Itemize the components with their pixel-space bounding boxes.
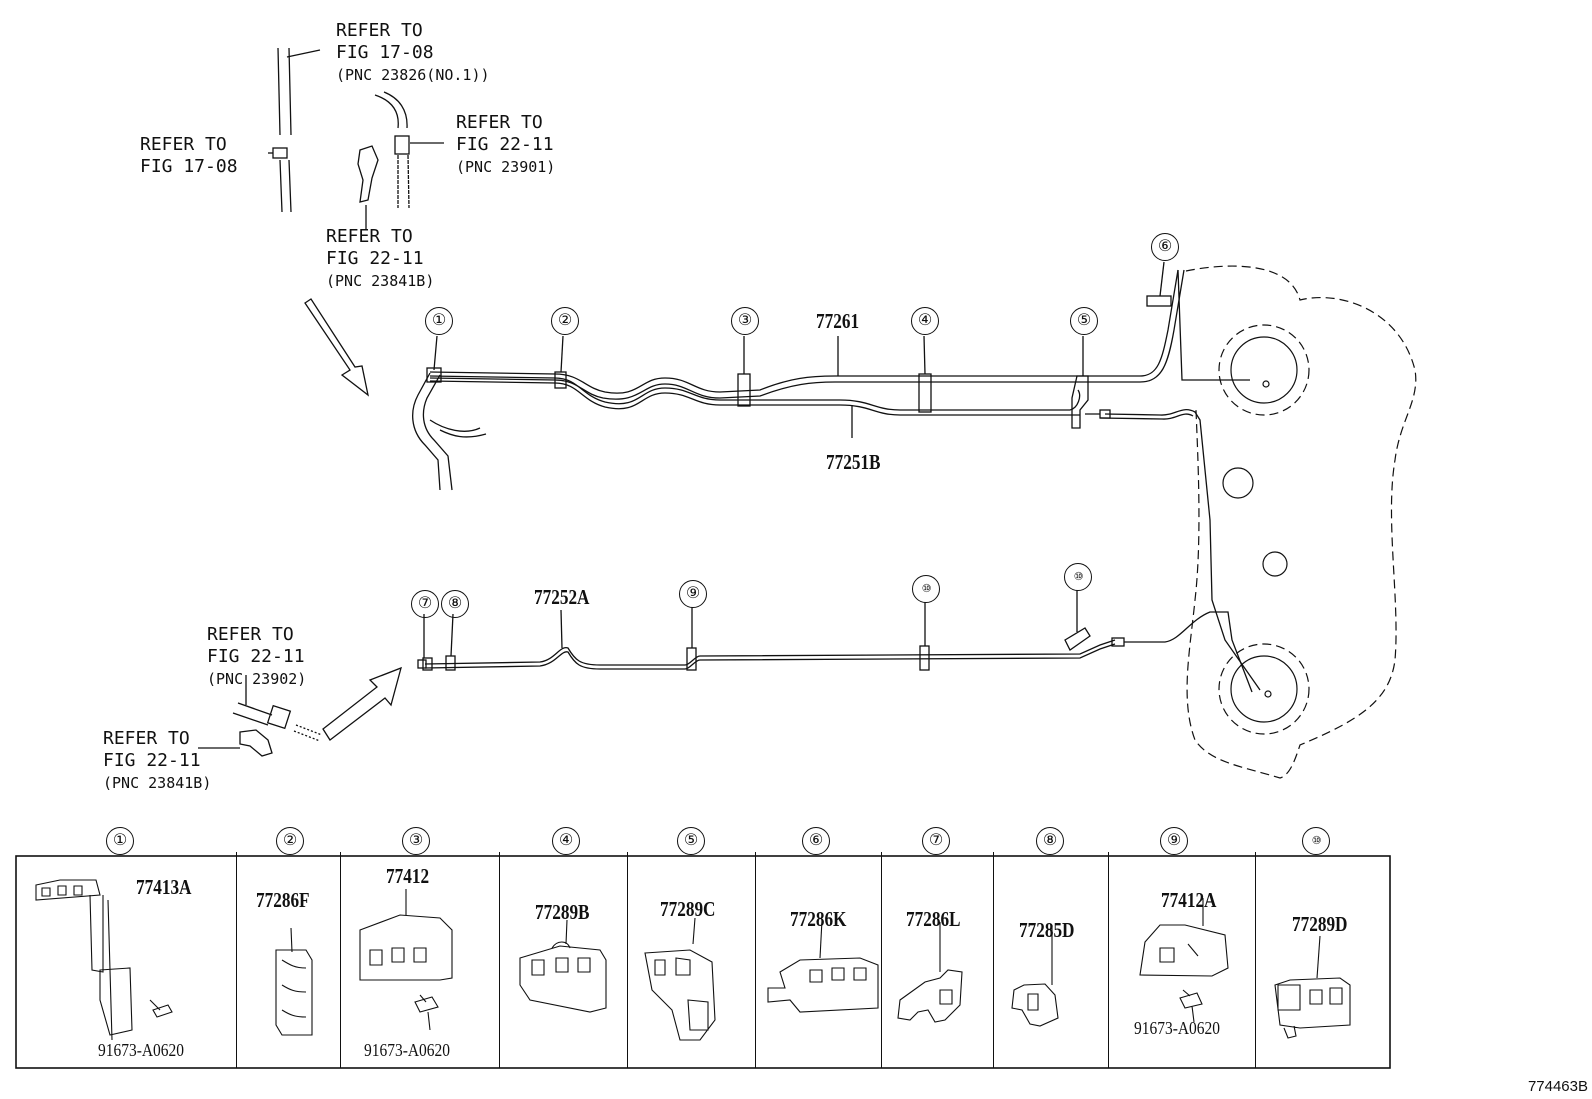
lower-pipe [417,611,1253,693]
callout-4: ④ [911,307,939,335]
legend-part-77286l: 77286L [906,907,961,931]
callout-10-second: ⑩ [1064,563,1092,591]
legend-callout-5: ⑤ [677,827,705,855]
legend-part-77289b: 77289B [535,900,590,924]
callout-7: ⑦ [411,590,439,618]
part-number-77252a: 77252A [534,585,590,609]
legend-part-77289d: 77289D [1292,912,1348,936]
legend-part-77286f: 77286F [256,888,310,912]
legend-divider [627,852,628,1068]
legend-divider [993,852,994,1068]
callout-6: ⑥ [1151,233,1179,261]
diagram-id: 774463B [1527,1078,1588,1095]
legend-callout-6: ⑥ [802,827,830,855]
legend-callout-4: ④ [552,827,580,855]
legend-callout-10: ⑩ [1302,827,1330,855]
legend-part-77285d: 77285D [1019,918,1075,942]
legend-part-77412: 77412 [386,864,430,888]
legend-part-91673-a0620: 91673-A0620 [364,1040,450,1060]
legend-callout-2: ② [276,827,304,855]
lower-hose-references [198,675,323,757]
legend-divider [881,852,882,1068]
pointer-arrow-upper [304,298,369,397]
filler-hose-loop [412,372,487,491]
legend-part-77413a: 77413A [136,875,192,899]
fuel-tank-outline [1185,265,1417,779]
callout-leaders [423,261,1165,658]
upper-pipe-bundle [429,269,1261,691]
legend-divider [1108,852,1109,1068]
legend-callout-8: ⑧ [1036,827,1064,855]
legend-part-77412a: 77412A [1161,888,1217,912]
fuel-tank-details [1222,336,1298,723]
pipe-clips [422,295,1172,671]
legend-part-91673-a0620: 91673-A0620 [98,1040,184,1060]
legend-part-91673-a0620: 91673-A0620 [1134,1018,1220,1038]
legend-part-sketches [35,879,1351,1041]
callout-2: ② [551,307,579,335]
pointer-arrow-lower [322,666,402,741]
callout-8: ⑧ [441,590,469,618]
legend-frame [15,855,1391,1069]
legend-part-77289c: 77289C [660,897,716,921]
legend-callout-1: ① [106,827,134,855]
legend-divider [755,852,756,1068]
legend-divider [1255,852,1256,1068]
upper-hose-references [268,47,444,230]
callout-1: ① [425,307,453,335]
callout-9: ⑨ [679,580,707,608]
legend-divider [340,852,341,1068]
callout-3: ③ [731,307,759,335]
part-number-77261: 77261 [816,309,860,333]
legend-callout-3: ③ [402,827,430,855]
legend-callout-7: ⑦ [922,827,950,855]
part-number-77251b: 77251B [826,450,881,474]
callout-10: ⑩ [912,575,940,603]
legend-divider [499,852,500,1068]
legend-divider [236,852,237,1068]
callout-5: ⑤ [1070,307,1098,335]
legend-callout-9: ⑨ [1160,827,1188,855]
legend-part-77286k: 77286K [790,907,847,931]
